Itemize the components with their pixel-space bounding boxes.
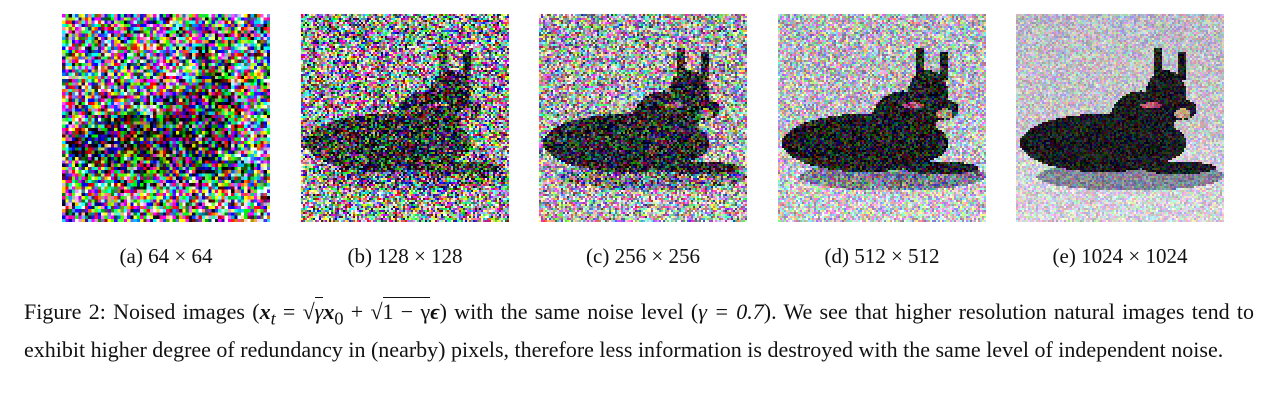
panel-b-label: (b) 128 × 128 bbox=[301, 244, 509, 269]
eq-epsilon: ϵ bbox=[430, 299, 439, 324]
noised-dog-image-e bbox=[1016, 14, 1224, 222]
panel-c-image bbox=[539, 14, 747, 222]
caption-gamma-value: γ = 0.7 bbox=[698, 299, 764, 324]
panel-d-label: (d) 512 × 512 bbox=[778, 244, 986, 269]
eq-one-minus-gamma: 1 − γ bbox=[382, 297, 431, 324]
caption-line1-rest: ). We see that higher bbox=[764, 299, 952, 324]
eq-t-subscript: t bbox=[271, 308, 276, 328]
eq-x-symbol: x bbox=[260, 299, 271, 324]
noised-dog-image-b bbox=[301, 14, 509, 222]
caption-line2: resolution natural images tend to exhibi… bbox=[24, 299, 1254, 362]
noised-dog-image-d bbox=[778, 14, 986, 222]
caption-line3: information is destroyed with the same l… bbox=[638, 337, 1223, 362]
noised-dog-image-c bbox=[539, 14, 747, 222]
noise-equation: xt = √γx0 + √1 − γϵ bbox=[260, 297, 440, 328]
eq-plus: + bbox=[344, 299, 371, 324]
panel-d-image bbox=[778, 14, 986, 222]
panel-c-label: (c) 256 × 256 bbox=[539, 244, 747, 269]
caption-after-eq: ) with the same noise level ( bbox=[440, 299, 699, 324]
caption-prefix: Figure 2: Noised images ( bbox=[24, 299, 260, 324]
panel-a-image bbox=[62, 14, 270, 222]
figure-caption: Figure 2: Noised images (xt = √γx0 + √1 … bbox=[24, 296, 1254, 366]
noised-dog-image-a bbox=[62, 14, 270, 222]
eq-gamma: γ bbox=[315, 299, 324, 324]
panel-b-image bbox=[301, 14, 509, 222]
panel-e-image bbox=[1016, 14, 1224, 222]
eq-0-subscript: 0 bbox=[334, 308, 343, 328]
panel-e-label: (e) 1024 × 1024 bbox=[1016, 244, 1224, 269]
eq-equals: = bbox=[276, 299, 303, 324]
eq-x0-symbol: x bbox=[323, 299, 334, 324]
panel-a-label: (a) 64 × 64 bbox=[62, 244, 270, 269]
